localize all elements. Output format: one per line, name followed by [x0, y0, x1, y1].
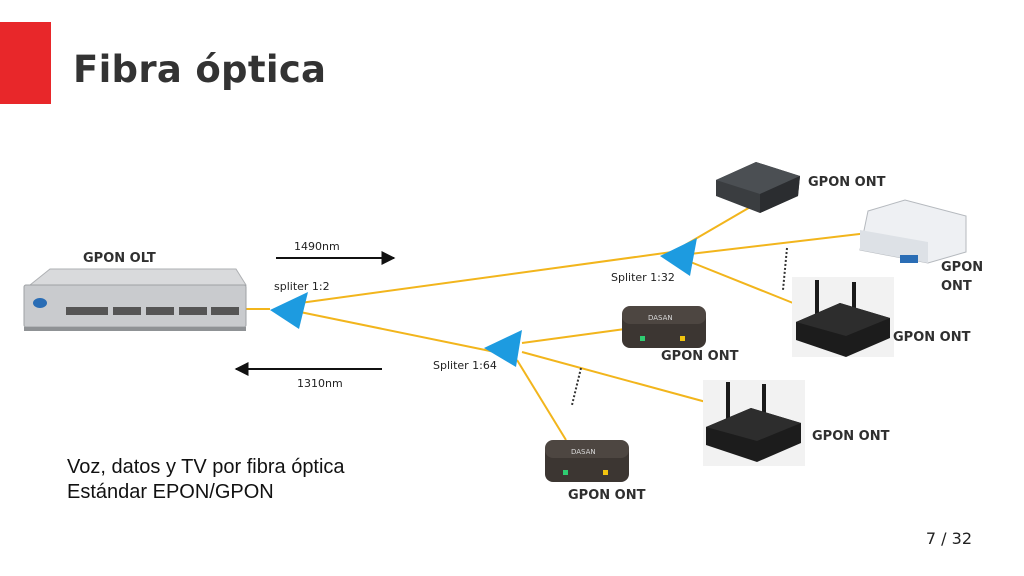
- accent-bar: [0, 22, 51, 104]
- ont-router-bottom-label: GPON ONT: [812, 429, 890, 444]
- olt-logo-icon: [33, 298, 47, 308]
- slide-title: Fibra óptica: [73, 48, 327, 91]
- caption-line-2: Estándar EPON/GPON: [67, 481, 274, 503]
- ont-router-right-label: GPON ONT: [893, 330, 971, 345]
- more-onts-dots-upper: [782, 247, 788, 291]
- ont-router-bottom-device: [703, 380, 805, 466]
- ont-white-label-line1: GPON: [941, 260, 983, 275]
- splitter-a-icon: [270, 292, 308, 329]
- fiber-b-to-router-right: [687, 260, 799, 306]
- upstream-label: 1310nm: [297, 377, 343, 390]
- fiber-a-to-c: [299, 311, 496, 353]
- fiber-lines: [245, 205, 869, 441]
- splitter-a-label: spliter 1:2: [274, 280, 330, 293]
- ont-box-bottom-brand: DASAN: [571, 448, 596, 456]
- ont-box-middle-device: DASAN: [622, 306, 706, 348]
- ont-box-bottom-label: GPON ONT: [568, 488, 646, 503]
- more-onts-dots-lower: [571, 367, 582, 406]
- splitter-b-icon: [660, 238, 697, 276]
- ont-box-middle-label: GPON ONT: [661, 349, 739, 364]
- downstream-label: 1490nm: [294, 240, 340, 253]
- splitter-c-icon: [484, 330, 522, 367]
- ont-top-device: [716, 162, 800, 213]
- caption-line-1: Voz, datos y TV por fibra óptica: [67, 456, 345, 478]
- ont-box-middle-brand: DASAN: [648, 314, 673, 322]
- fiber-c-to-router-bottom: [521, 351, 707, 403]
- ont-top-label: GPON ONT: [808, 175, 886, 190]
- fiber-a-to-b: [299, 251, 673, 304]
- ont-router-right-device: [792, 277, 894, 357]
- olt-device: [23, 268, 247, 331]
- splitter-c-label: Spliter 1:64: [433, 359, 497, 372]
- fiber-b-to-white-ont: [689, 232, 869, 255]
- ont-box-bottom-device: DASAN: [545, 440, 629, 482]
- page-number: 7 / 32: [925, 529, 972, 548]
- splitter-b-label: Spliter 1:32: [611, 271, 675, 284]
- fiber-c-to-box-middle: [521, 328, 626, 344]
- olt-label: GPON OLT: [83, 251, 156, 266]
- ont-white-device: [859, 199, 967, 264]
- caption: Voz, datos y TV por fibra óptica Estánda…: [67, 455, 345, 505]
- ont-white-label-line2: ONT: [941, 279, 972, 294]
- fiber-c-to-box-bottom: [516, 359, 567, 441]
